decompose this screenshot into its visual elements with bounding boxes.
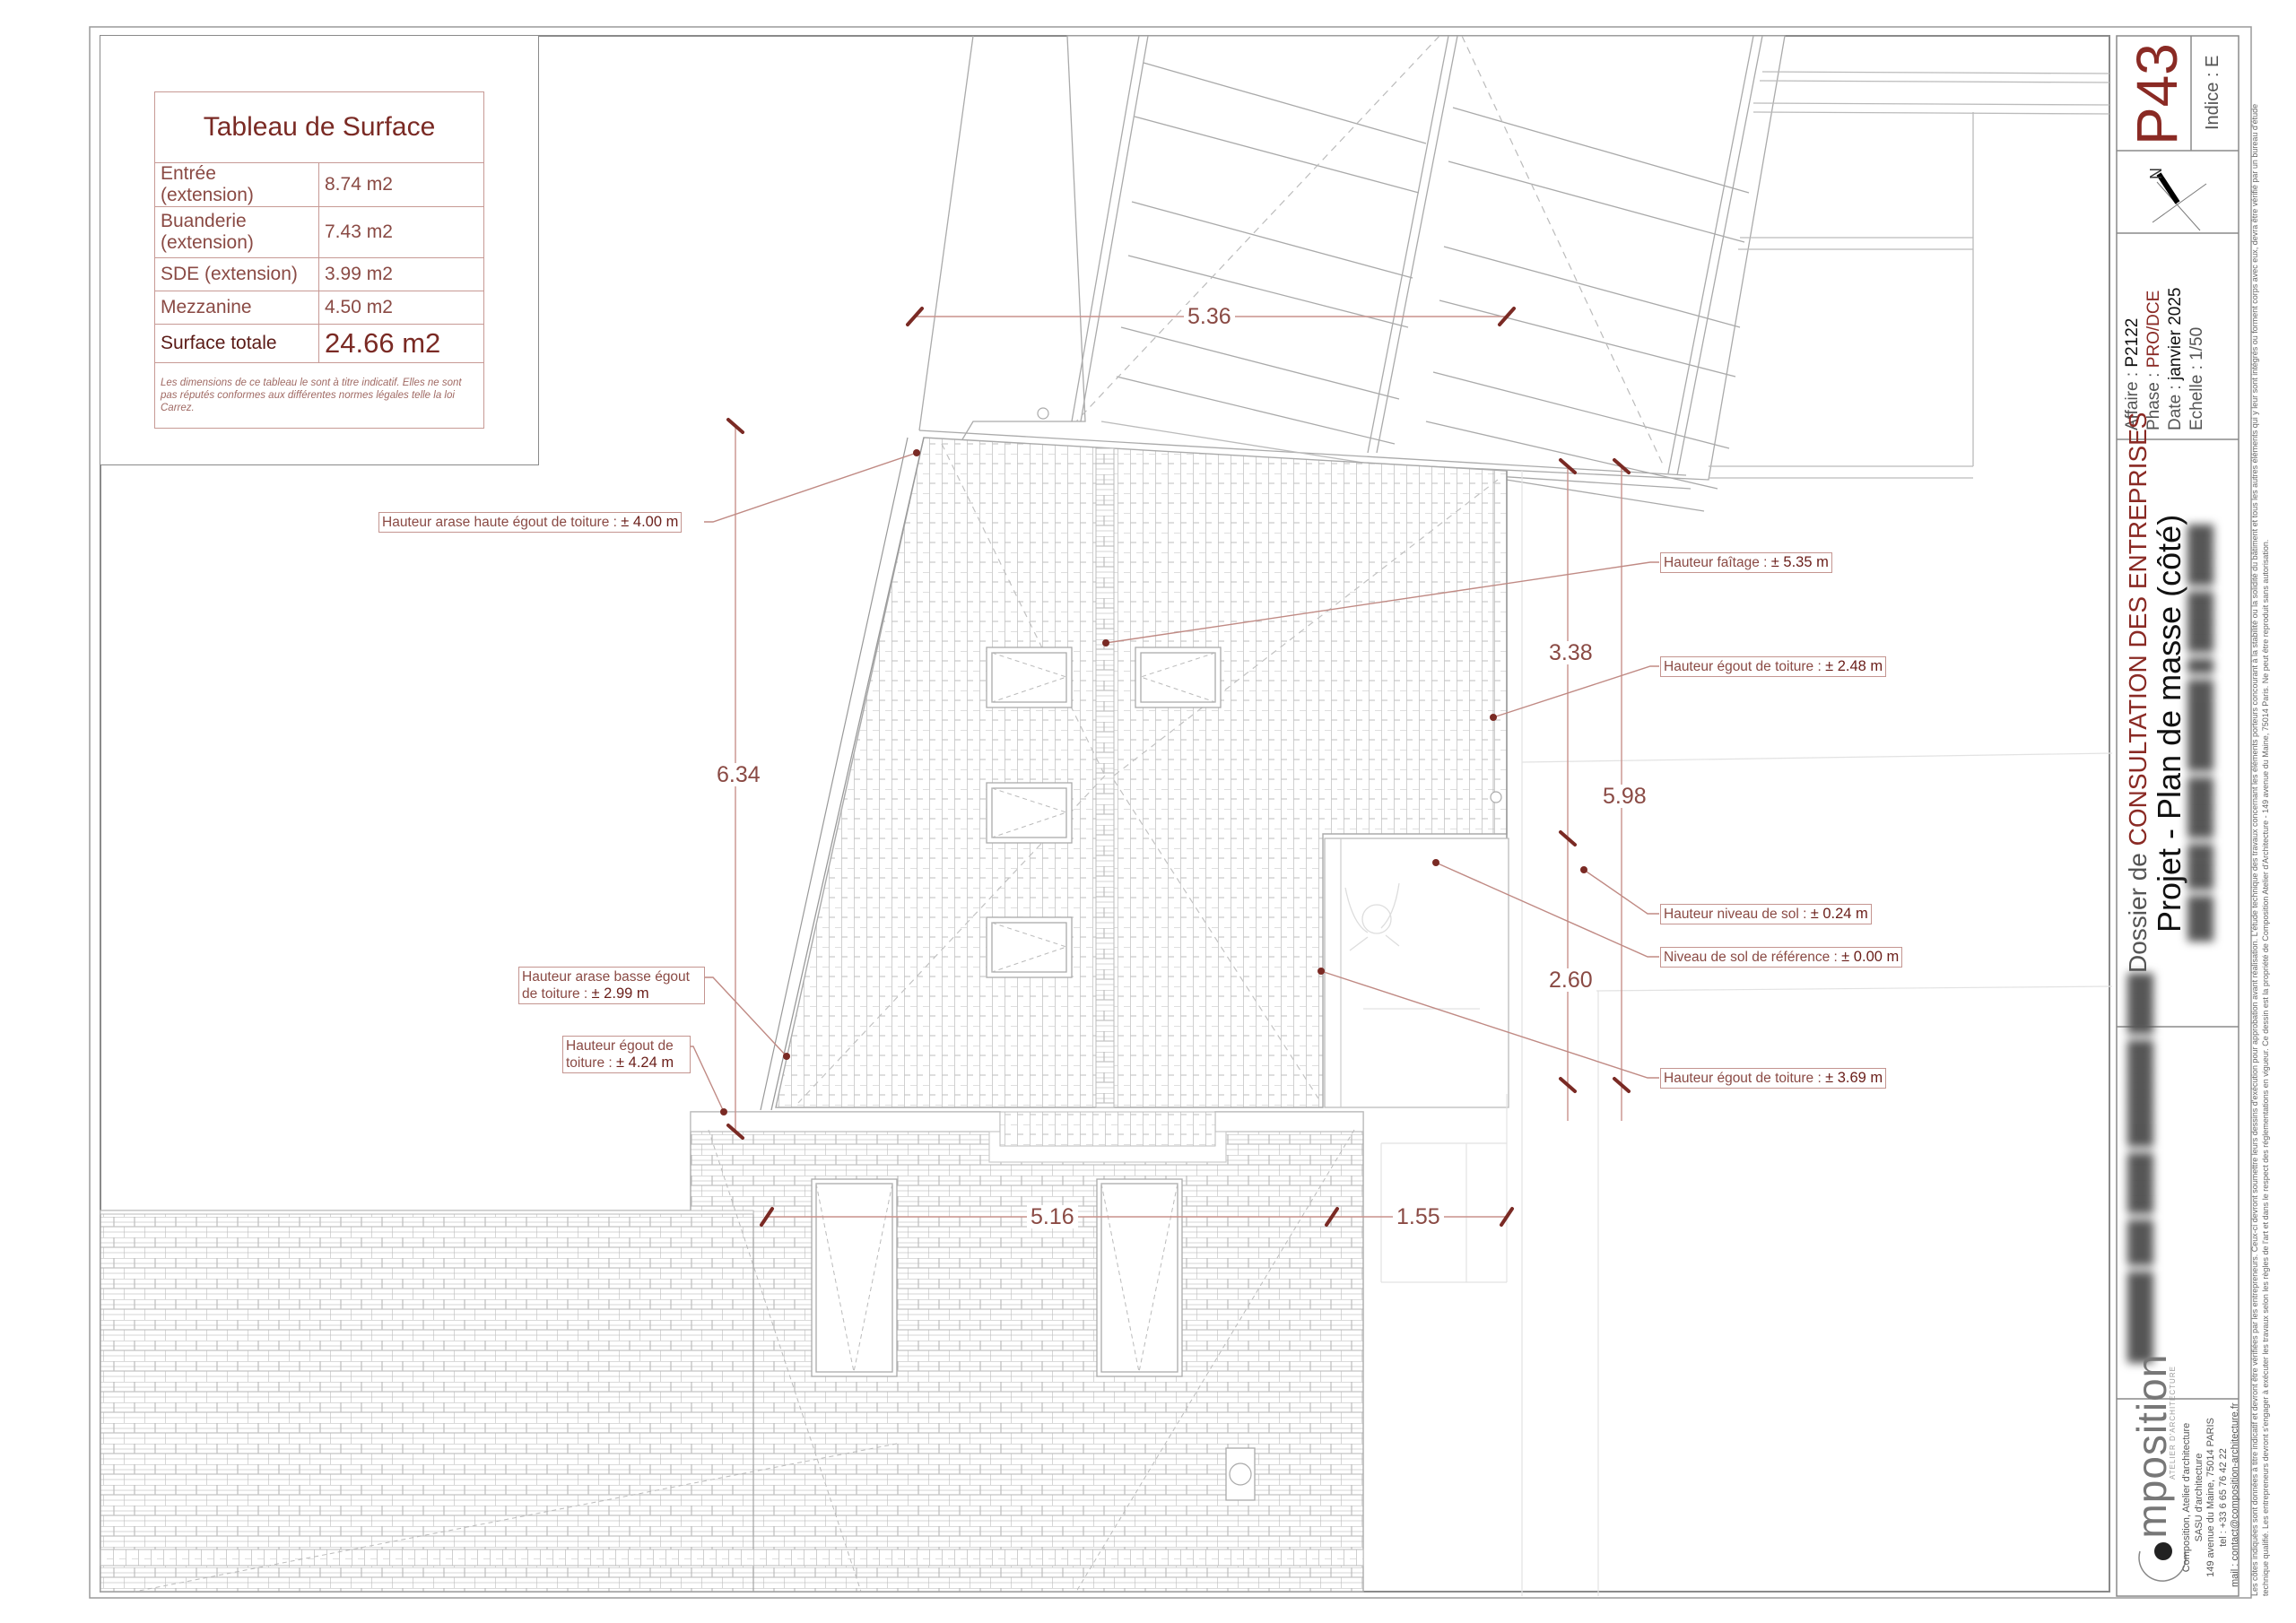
firm-address: Composition, Atelier d'architecture SASU… bbox=[2181, 1402, 2240, 1587]
dimension-bottom-right: 1.55 bbox=[1393, 1205, 1444, 1228]
dimension-top-width: 5.36 bbox=[1184, 305, 1235, 328]
dimension-right-lower: 2.60 bbox=[1545, 968, 1596, 992]
total-row: Surface totale 24.66 m2 bbox=[154, 324, 484, 363]
date-line: Date : janvier 2025 bbox=[2166, 287, 2185, 430]
north-arrow-icon bbox=[2152, 172, 2207, 231]
dimension-right-upper: 3.38 bbox=[1545, 641, 1596, 664]
callout-niveau-reference: Niveau de sol de référence : ± 0.00 m bbox=[1660, 947, 1903, 968]
table-row: Mezzanine 4.50 m2 bbox=[154, 291, 484, 325]
logo-mark-icon bbox=[2138, 1542, 2187, 1582]
logo-subtitle: ATELIER D'ARCHITECTURE bbox=[2169, 1366, 2177, 1480]
surface-table: Tableau de Surface Entrée (extension) 8.… bbox=[154, 91, 484, 429]
row-value: 8.74 m2 bbox=[318, 162, 484, 207]
dimension-bottom-width: 5.16 bbox=[1027, 1205, 1078, 1228]
callout-egout-424: Hauteur égout de toiture : ± 4.24 m bbox=[562, 1036, 691, 1073]
row-label: SDE (extension) bbox=[154, 257, 319, 291]
table-row: Entrée (extension) 8.74 m2 bbox=[154, 162, 484, 207]
table-row: SDE (extension) 3.99 m2 bbox=[154, 257, 484, 291]
firm-logo: mposition bbox=[2127, 1219, 2189, 1587]
revision-index: Indice : E bbox=[2203, 55, 2222, 130]
dossier-title: Dossier de CONSULTATION DES ENTREPRISES bbox=[2124, 412, 2152, 973]
redacted-address: ███ ███ ████ ██████ █ ████ ████ bbox=[2188, 524, 2213, 942]
scale-line: Echelle : 1/50 bbox=[2187, 326, 2206, 430]
sheet-number: P43 bbox=[2125, 43, 2189, 145]
callout-arase-haute: Hauteur arase haute égout de toiture : ±… bbox=[378, 512, 683, 533]
surface-table-title: Tableau de Surface bbox=[154, 91, 484, 163]
row-label: Entrée (extension) bbox=[154, 162, 319, 207]
dimension-left-height: 6.34 bbox=[713, 763, 764, 786]
row-label: Mezzanine bbox=[154, 291, 319, 325]
drawing-title: Projet - Plan de masse (côté) bbox=[2151, 514, 2187, 933]
project-info: Affaire : P2122 Phase : PRO/DCE Date : j… bbox=[2122, 287, 2208, 430]
table-row: Buanderie (extension) 7.43 m2 bbox=[154, 206, 484, 258]
callout-arase-basse: Hauteur arase basse égout de toiture : ±… bbox=[518, 967, 705, 1004]
north-label: N bbox=[2147, 168, 2165, 179]
total-label: Surface totale bbox=[154, 324, 319, 363]
callout-egout-248: Hauteur égout de toiture : ± 2.48 m bbox=[1660, 656, 1887, 677]
row-value: 4.50 m2 bbox=[318, 291, 484, 325]
callout-faitage: Hauteur faîtage : ± 5.35 m bbox=[1660, 552, 1832, 573]
surface-table-note: Les dimensions de ce tableau le sont à t… bbox=[154, 362, 484, 429]
row-value: 7.43 m2 bbox=[318, 206, 484, 258]
phase-line: Phase : PRO/DCE bbox=[2144, 290, 2163, 430]
callout-egout-369: Hauteur égout de toiture : ± 3.69 m bbox=[1660, 1068, 1887, 1089]
dimension-right-total: 5.98 bbox=[1599, 785, 1650, 808]
total-value: 24.66 m2 bbox=[318, 324, 484, 363]
legal-notice: Les côtes indiquées sont données à titre… bbox=[2250, 103, 2270, 1596]
callout-niveau-sol: Hauteur niveau de sol : ± 0.24 m bbox=[1660, 904, 1872, 924]
row-value: 3.99 m2 bbox=[318, 257, 484, 291]
affaire-line: Affaire : P2122 bbox=[2123, 317, 2142, 430]
row-label: Buanderie (extension) bbox=[154, 206, 319, 258]
